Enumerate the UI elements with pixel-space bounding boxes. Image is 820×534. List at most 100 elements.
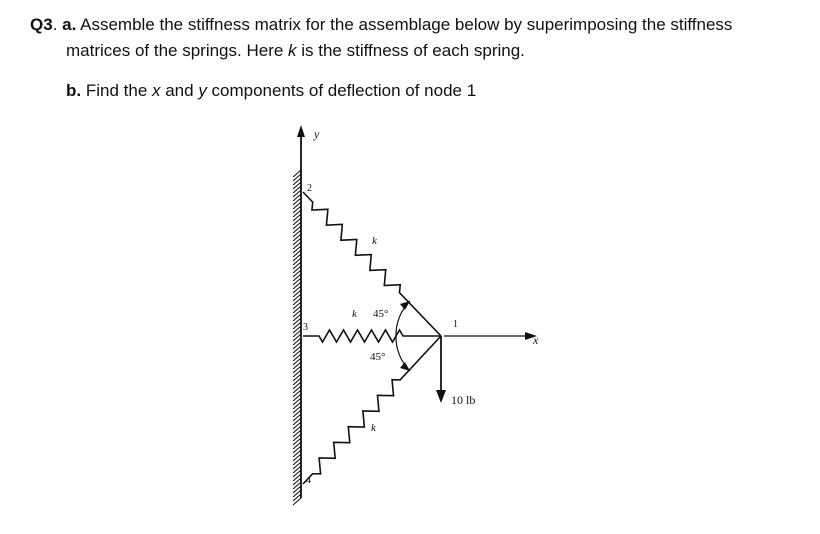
hatch-line (292, 345, 302, 354)
hatch-line (292, 477, 302, 486)
hatch-line (292, 277, 302, 286)
question-text: Q3. a. Assemble the stiffness matrix for… (30, 12, 810, 104)
part-a-text-1: Assemble the stiffness matrix for the as… (80, 15, 733, 34)
node-label-4: 4 (306, 475, 311, 486)
hatch-line (292, 229, 302, 238)
hatch-line (292, 297, 302, 306)
wall-hatching (292, 169, 302, 506)
x-axis-label: x (532, 333, 539, 347)
hatch-line (292, 437, 302, 446)
hatch-line (292, 245, 302, 254)
hatch-line (292, 169, 302, 178)
part-a-label: a. (62, 15, 77, 34)
part-b-text-mid: and (160, 81, 199, 100)
hatch-line (292, 185, 302, 194)
part-a-text-2-pre: matrices of the springs. Here (66, 41, 289, 60)
part-b-text-post: components of deflection of node 1 (206, 81, 477, 100)
hatch-line (292, 261, 302, 270)
hatch-line (292, 233, 302, 242)
hatch-line (292, 341, 302, 350)
hatch-line (292, 201, 302, 210)
hatch-line (292, 377, 302, 386)
hatch-line (292, 469, 302, 478)
hatch-line (292, 333, 302, 342)
hatch-line (292, 473, 302, 482)
angle-arrow-upper-icon (400, 301, 410, 310)
spring-label-k-upper: k (372, 235, 378, 247)
hatch-line (292, 253, 302, 262)
hatch-line (292, 313, 302, 322)
part-b-text-pre: Find the (85, 81, 152, 100)
part-a-var-k: k (288, 41, 297, 60)
part-a-text-2-post: is the stiffness of each spring. (296, 41, 525, 60)
hatch-line (292, 385, 302, 394)
hatch-line (292, 357, 302, 366)
load-label: 10 lb (451, 393, 475, 407)
hatch-line (292, 217, 302, 226)
hatch-line (292, 209, 302, 218)
part-b-line: b. Find the x and y components of deflec… (30, 78, 810, 104)
hatch-line (292, 237, 302, 246)
hatch-line (292, 321, 302, 330)
hatch-line (292, 453, 302, 462)
hatch-line (292, 249, 302, 258)
hatch-line (292, 393, 302, 402)
hatch-line (292, 173, 302, 182)
hatch-line (292, 397, 302, 406)
hatch-line (292, 493, 302, 502)
hatch-line (292, 225, 302, 234)
hatch-line (292, 213, 302, 222)
angle-label-lower: 45° (370, 351, 385, 363)
hatch-line (292, 497, 302, 506)
hatch-line (292, 265, 302, 274)
hatch-line (292, 409, 302, 418)
hatch-line (292, 293, 302, 302)
hatch-line (292, 285, 302, 294)
node-label-1: 1 (453, 319, 458, 330)
hatch-line (292, 181, 302, 190)
node-label-2: 2 (307, 183, 312, 194)
hatch-line (292, 361, 302, 370)
hatch-line (292, 425, 302, 434)
x-axis-arrow-icon (525, 332, 537, 340)
spring-label-k-lower: k (371, 422, 377, 434)
spring-2-1 (302, 191, 442, 337)
question-number: Q3 (30, 15, 53, 34)
part-a-line-1: Q3. a. Assemble the stiffness matrix for… (30, 15, 733, 34)
hatch-line (292, 389, 302, 398)
hatch-line (292, 317, 302, 326)
angle-label-upper: 45° (373, 308, 388, 320)
hatch-line (292, 465, 302, 474)
hatch-line (292, 421, 302, 430)
part-b-var-y: y (198, 81, 207, 100)
hatch-line (292, 349, 302, 358)
spring-label-k-middle: k (352, 308, 358, 320)
hatch-line (292, 353, 302, 362)
part-b-label: b. (66, 81, 82, 100)
node-label-3: 3 (303, 322, 308, 333)
hatch-line (292, 481, 302, 490)
part-a-line-2: matrices of the springs. Here k is the s… (30, 38, 810, 64)
hatch-line (292, 193, 302, 202)
hatch-line (292, 441, 302, 450)
hatch-line (292, 489, 302, 498)
hatch-line (292, 221, 302, 230)
hatch-line (292, 309, 302, 318)
hatch-line (292, 273, 302, 282)
y-axis-label: y (313, 127, 320, 141)
hatch-line (292, 365, 302, 374)
part-b-var-x: x (152, 81, 161, 100)
hatch-line (292, 373, 302, 382)
hatch-line (292, 337, 302, 346)
hatch-line (292, 461, 302, 470)
angle-arrow-lower-icon (400, 362, 410, 371)
hatch-line (292, 305, 302, 314)
load-arrow-icon (436, 390, 446, 403)
hatch-line (292, 433, 302, 442)
hatch-line (292, 485, 302, 494)
hatch-line (292, 205, 302, 214)
hatch-line (292, 289, 302, 298)
hatch-line (292, 381, 302, 390)
hatch-line (292, 241, 302, 250)
